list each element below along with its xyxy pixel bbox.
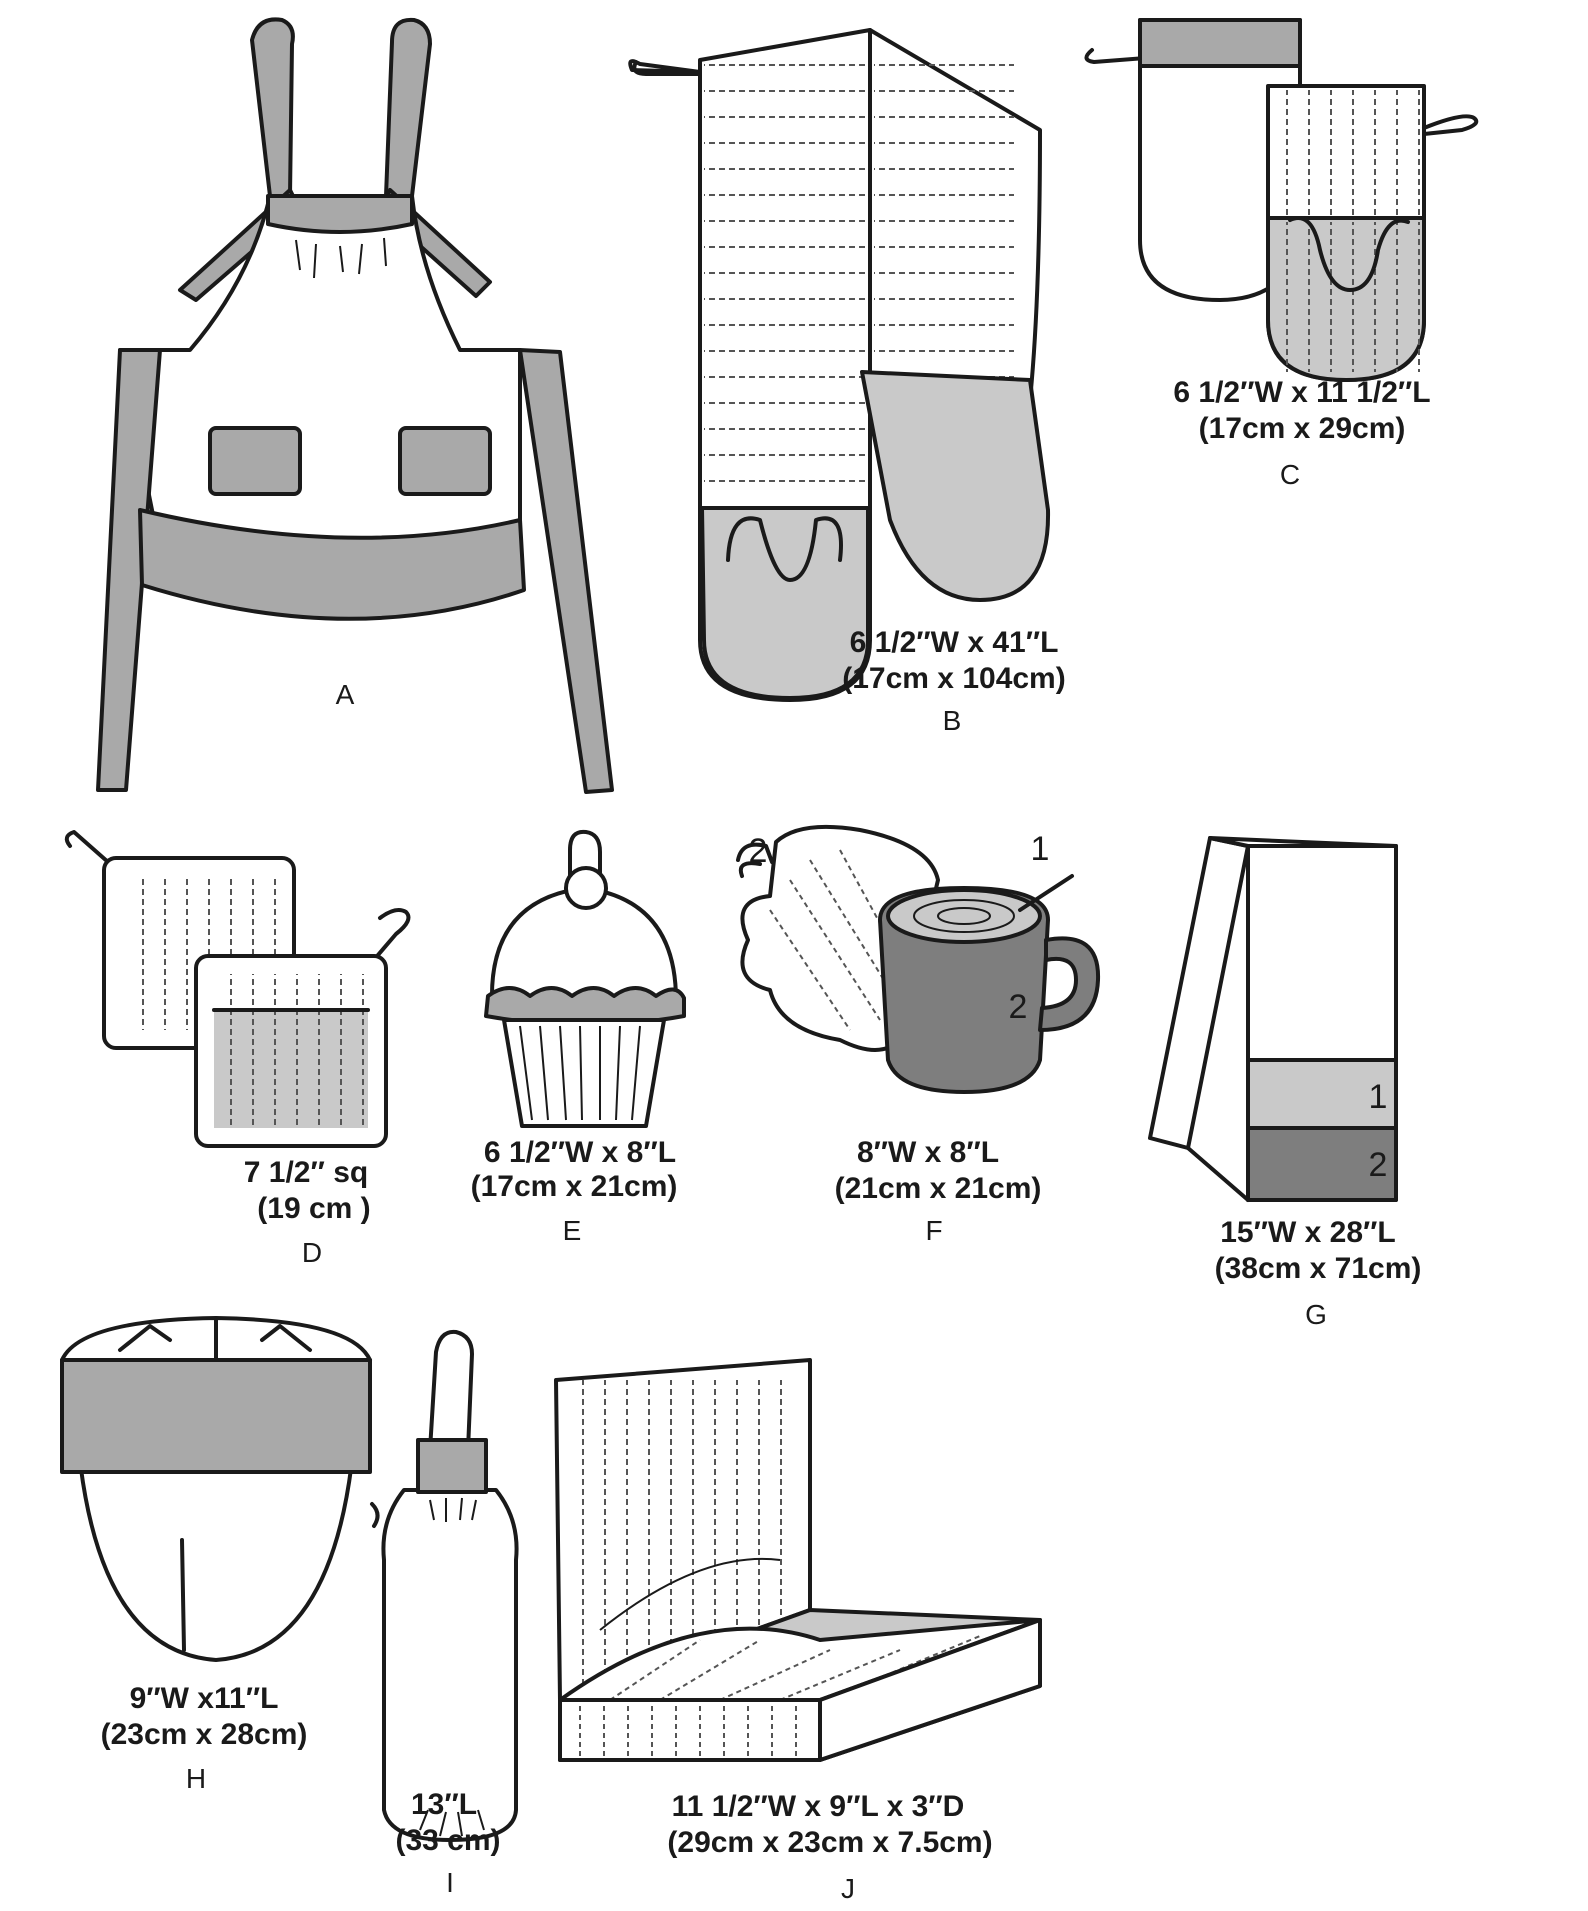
tea-towel-g: 1 2 15″W x 28″L (38cm x 71cm) G: [1148, 836, 1422, 1330]
mitts-c-letter: C: [1280, 459, 1300, 490]
mug-f-label-1: 1: [1031, 830, 1050, 868]
cushion-j-size-2: (29cm x 23cm x 7.5cm): [667, 1826, 992, 1859]
towel-g-letter: G: [1305, 1299, 1327, 1330]
mug-f-letter: F: [925, 1215, 942, 1246]
towel-g-label-1: 1: [1369, 1078, 1388, 1116]
pot-holders-d-size-1: 7 1/2″ sq: [244, 1156, 368, 1189]
bag-holder-i: 13″L (33 cm) I: [370, 1329, 519, 1898]
mitt-b-letter: B: [943, 705, 962, 736]
bag-h: 9″W x11″L (23cm x 28cm) H: [60, 1316, 372, 1794]
mug-f-size-2: (21cm x 21cm): [835, 1172, 1042, 1205]
holder-i-size-2: (33 cm): [395, 1824, 500, 1857]
bag-h-letter: H: [186, 1763, 206, 1794]
pot-holders-d-size-2: (19 cm ): [257, 1192, 370, 1225]
mug-f-label-2-top: 2: [749, 832, 768, 870]
mug-f-label-2: 2: [1009, 988, 1028, 1026]
mitt-b-size-1: 6 1/2″W x 41″L: [850, 626, 1059, 659]
towel-g-size-2: (38cm x 71cm): [1215, 1252, 1422, 1285]
apron-a: A: [96, 17, 614, 794]
cupcake-e-size-1: 6 1/2″W x 8″L: [484, 1136, 676, 1169]
cupcake-cozy-e: 6 1/2″W x 8″L (17cm x 21cm) E: [471, 829, 686, 1246]
mug-cozy-f: 1 2 2 8″W x 8″L (21cm x 21cm) F: [736, 824, 1101, 1246]
holder-i-letter: I: [446, 1867, 454, 1898]
cushion-j-size-1: 11 1/2″W x 9″L x 3″D: [672, 1790, 965, 1823]
cupcake-e-letter: E: [563, 1215, 582, 1246]
cushion-j-letter: J: [841, 1873, 855, 1904]
pot-holders-d-letter: D: [302, 1237, 322, 1268]
bag-h-size-2: (23cm x 28cm): [101, 1718, 308, 1751]
apron-letter: A: [336, 679, 355, 710]
towel-g-label-2: 2: [1369, 1146, 1388, 1184]
mug-f-size-1: 8″W x 8″L: [857, 1136, 999, 1169]
seat-cushion-j: 11 1/2″W x 9″L x 3″D (29cm x 23cm x 7.5c…: [554, 1358, 1042, 1904]
towel-g-size-1: 15″W x 28″L: [1220, 1216, 1395, 1249]
mitts-c-size-2: (17cm x 29cm): [1199, 412, 1406, 445]
mitts-c-size-1: 6 1/2″W x 11 1/2″L: [1173, 376, 1430, 409]
pot-holders-d: 7 1/2″ sq (19 cm ) D: [64, 830, 411, 1268]
oven-mitts-c: 6 1/2″W x 11 1/2″L (17cm x 29cm) C: [1084, 18, 1479, 490]
holder-i-size-1: 13″L: [411, 1788, 477, 1821]
cupcake-e-size-2: (17cm x 21cm): [471, 1170, 678, 1203]
bag-h-size-1: 9″W x11″L: [130, 1682, 279, 1715]
mitt-b-size-2: (17cm x 104cm): [842, 662, 1065, 695]
double-oven-mitt-b: 6 1/2″W x 41″L (17cm x 104cm) B: [628, 28, 1066, 736]
